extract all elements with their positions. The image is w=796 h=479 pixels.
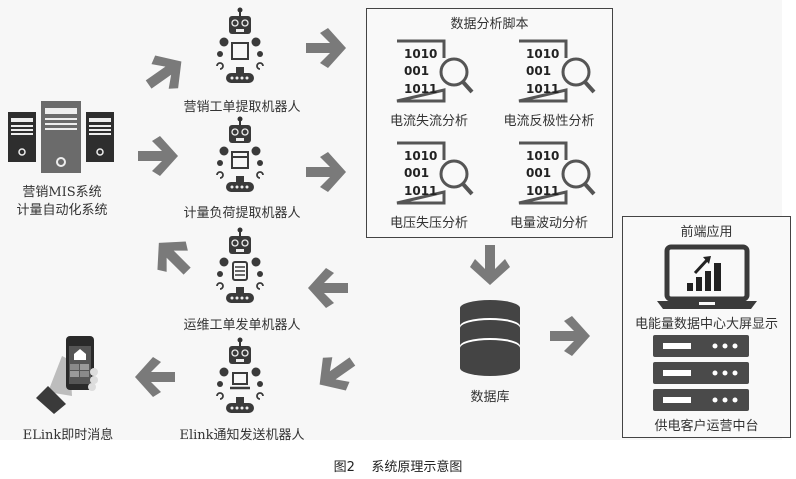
code-line: 1011 [526,184,559,198]
arrow-db-to-robot4 [308,345,364,401]
database-icon [460,300,520,376]
code-line: 1011 [526,82,559,96]
arrow-robot2-to-analysis [306,152,346,192]
data-search-icon: 1010 001 1011 [518,39,596,103]
figure-title: 系统原理示意图 [371,460,463,475]
code-line: 001 [526,64,551,78]
server-rack-icon [653,335,749,411]
frontend-apps-panel: 前端应用 电能量数据中心大屏显示 供电客户运营中台 [622,216,791,438]
frontend-title: 前端应用 [680,225,733,240]
analysis-item-label: 电量波动分析 [509,216,588,231]
code-line: 1011 [404,184,437,198]
analysis-item-label: 电流失流分析 [389,114,468,129]
code-line: 1010 [526,149,559,163]
data-search-icon: 1010 001 1011 [396,39,474,103]
code-line: 1010 [404,149,437,163]
code-line: 001 [526,166,551,180]
robot-maintenance-dispatch-label: 运维工单发单机器人 [183,318,301,333]
figure-caption: 图2 系统原理示意图 [0,456,796,475]
arrow-source-to-robot1 [137,45,193,101]
code-line: 001 [404,166,429,180]
robot-metering-load [210,116,270,201]
code-line: 1010 [404,47,437,61]
source-system-line1: 营销MIS系统 [22,185,102,200]
source-system-label: 营销MIS系统 计量自动化系统 [6,184,118,220]
analysis-item-label: 电压失压分析 [389,216,468,231]
robot-icon [216,116,264,192]
laptop-chart-icon [657,244,757,309]
arrow-db-to-robot3 [308,268,348,308]
server-cluster-icon [8,101,114,173]
robot-marketing-order [210,7,270,92]
robot-metering-load-label: 计量负荷提取机器人 [183,206,301,221]
arrow-robot1-to-analysis [306,28,346,68]
arrow-robot3-to-source [144,228,202,286]
database-label: 数据库 [470,390,510,405]
robot-elink-notify [210,337,270,422]
robot-marketing-order-label: 营销工单提取机器人 [183,100,301,115]
analysis-title: 数据分析脚本 [450,17,529,32]
arrow-db-to-frontend [550,316,590,356]
robot-maintenance-dispatch [210,227,270,312]
data-search-icon: 1010 001 1011 [518,141,596,205]
arrow-analysis-to-db [470,245,510,285]
diagram-canvas: 营销MIS系统 计量自动化系统 营销工单提取机器人 [6,7,791,443]
data-search-icon: 1010 001 1011 [396,141,474,205]
frontend-bigscreen-label: 电能量数据中心大屏显示 [634,317,778,332]
elink-label: ELink即时消息 [22,428,114,443]
source-system-line2: 计量自动化系统 [16,203,108,218]
figure-number: 图2 [333,460,355,475]
frontend-ops-platform-label: 供电客户运营中台 [654,419,759,434]
arrow-source-to-robot2 [138,136,178,176]
robot-icon [216,7,264,83]
robot-icon [216,337,264,413]
robot-icon [216,227,264,303]
analysis-item-label: 电流反极性分析 [503,114,595,129]
code-line: 1010 [526,47,559,61]
arrow-robot4-to-elink [135,357,175,397]
code-line: 1011 [404,82,437,96]
code-line: 001 [404,64,429,78]
phone-in-hand-icon [36,336,98,414]
robot-elink-notify-label: Elink通知发送机器人 [179,428,305,443]
